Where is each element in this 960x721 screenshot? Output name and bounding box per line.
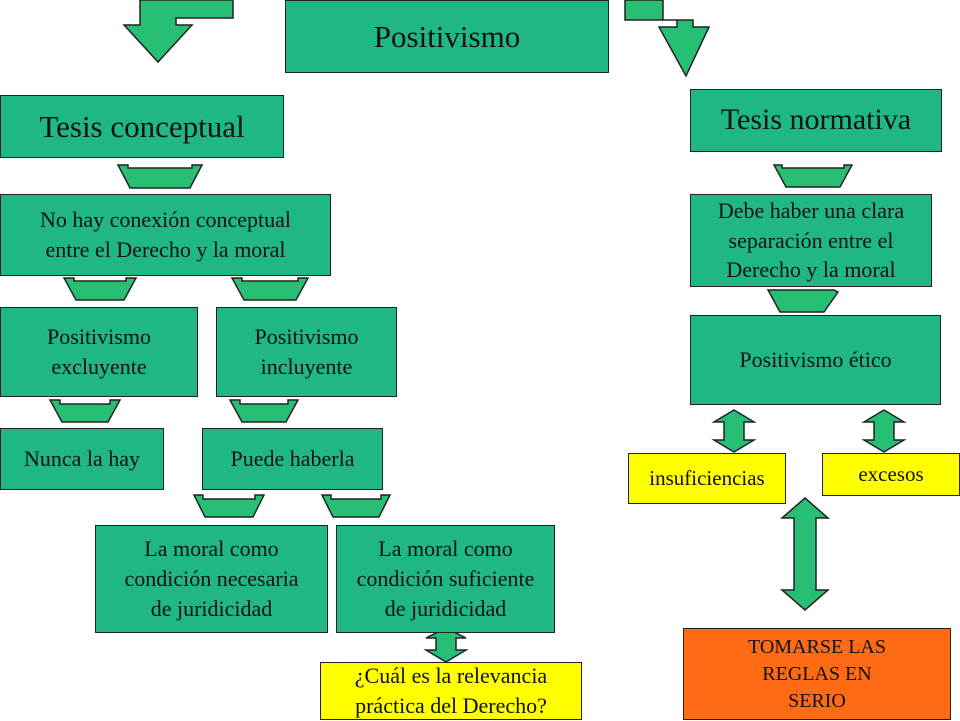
down-arrow-puede xyxy=(228,399,300,423)
down-arrow-excluyente xyxy=(62,277,138,301)
down-arrow-normativa xyxy=(772,164,854,188)
down-arrow-separacion xyxy=(766,289,840,313)
bent-arrow-right xyxy=(624,0,711,78)
node-puede-haberla: Puede haberla xyxy=(202,428,383,490)
node-positivismo-incluyente: Positivismo incluyente xyxy=(216,307,397,397)
node-tesis-normativa: Tesis normativa xyxy=(690,89,942,152)
node-debe-separacion: Debe haber una clara separación entre el… xyxy=(690,194,932,287)
down-arrow-conceptual xyxy=(116,164,204,189)
node-tesis-conceptual: Tesis conceptual xyxy=(0,95,284,158)
bent-arrow-left xyxy=(122,0,234,64)
node-no-conexion: No hay conexión conceptual entre el Dere… xyxy=(0,194,331,276)
double-arrow-tomarse xyxy=(779,497,831,611)
down-arrow-suficiente xyxy=(320,494,392,518)
node-moral-suficiente: La moral como condición suficiente de ju… xyxy=(336,525,555,633)
node-relevancia: ¿Cuál es la relevancia práctica del Dere… xyxy=(320,662,582,720)
down-arrow-incluyente xyxy=(230,277,310,301)
node-insuficiencias: insuficiencias xyxy=(628,453,786,504)
node-moral-necesaria: La moral como condición necesaria de jur… xyxy=(95,525,328,633)
node-positivismo: Positivismo xyxy=(285,0,609,73)
double-arrow-relevancia xyxy=(423,627,469,663)
node-excesos: excesos xyxy=(822,453,960,496)
down-arrow-necesaria xyxy=(192,494,266,518)
node-tomarse-reglas: TOMARSE LAS REGLAS EN SERIO xyxy=(683,628,951,720)
down-arrow-nunca xyxy=(48,399,122,423)
node-nunca-la-hay: Nunca la hay xyxy=(0,428,164,490)
double-arrow-excesos xyxy=(861,409,907,453)
node-positivismo-excluyente: Positivismo excluyente xyxy=(0,307,198,397)
node-positivismo-etico: Positivismo ético xyxy=(690,315,941,405)
double-arrow-insuficiencias xyxy=(711,409,757,453)
